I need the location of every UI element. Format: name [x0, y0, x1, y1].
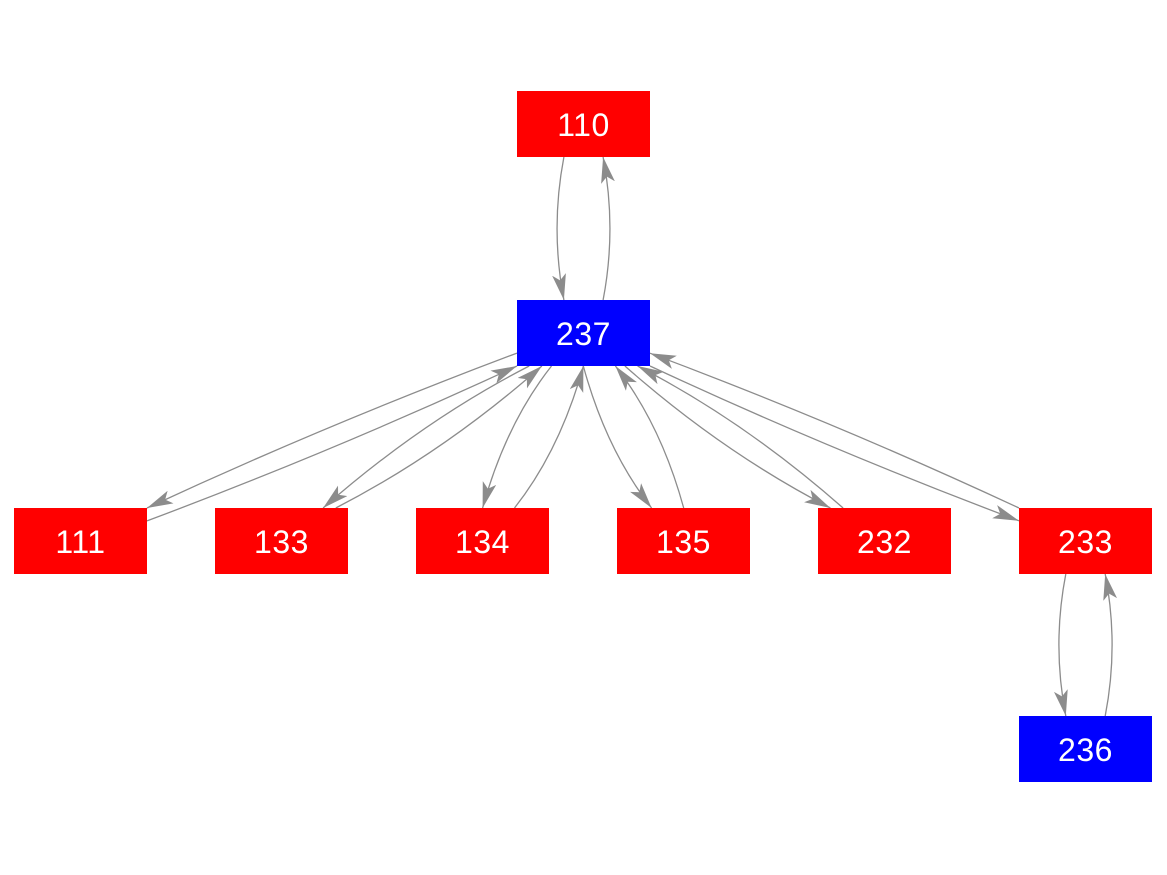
- edge-232-237: [637, 365, 844, 509]
- graph-node-237[interactable]: 237: [517, 300, 650, 366]
- graph-node-111[interactable]: 111: [14, 508, 147, 574]
- edge-110-237: [552, 156, 566, 301]
- edge-237-232: [624, 365, 831, 509]
- edge-233-236: [1053, 573, 1068, 717]
- edge-group: [146, 156, 1118, 717]
- edge-237-233: [649, 365, 1020, 522]
- edge-233-237: [649, 352, 1020, 509]
- node-label-111: 111: [55, 524, 106, 560]
- node-label-237: 237: [556, 316, 611, 352]
- graph-node-232[interactable]: 232: [818, 508, 951, 574]
- edge-237-135: [582, 365, 653, 509]
- edge-133-237: [335, 365, 543, 509]
- graph-node-110[interactable]: 110: [517, 91, 650, 157]
- edge-237-111: [146, 352, 518, 509]
- edge-237-134: [481, 365, 553, 509]
- graph-node-133[interactable]: 133: [215, 508, 348, 574]
- edge-134-237: [513, 365, 585, 509]
- node-label-236: 236: [1058, 732, 1113, 768]
- graph-node-233[interactable]: 233: [1019, 508, 1152, 574]
- node-label-134: 134: [455, 524, 510, 560]
- graph-node-236[interactable]: 236: [1019, 716, 1152, 782]
- node-label-232: 232: [857, 524, 912, 560]
- node-label-135: 135: [656, 524, 711, 560]
- edge-237-110: [601, 156, 615, 301]
- graph-node-135[interactable]: 135: [617, 508, 750, 574]
- edge-135-237: [614, 365, 685, 509]
- edge-237-133: [322, 365, 530, 509]
- node-label-233: 233: [1058, 524, 1113, 560]
- edge-111-237: [146, 365, 518, 522]
- edge-236-233: [1103, 573, 1118, 717]
- graph-node-134[interactable]: 134: [416, 508, 549, 574]
- node-label-110: 110: [557, 107, 610, 143]
- node-label-133: 133: [254, 524, 309, 560]
